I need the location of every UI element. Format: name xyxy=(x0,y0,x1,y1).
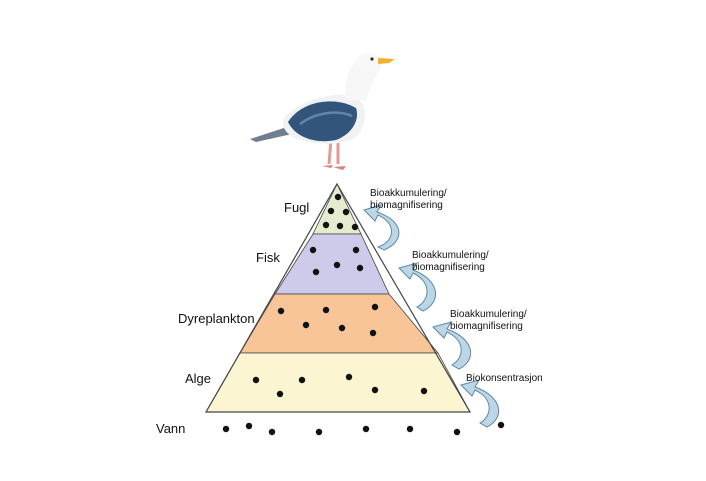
dots-fisk xyxy=(309,246,364,276)
level-label-dyreplankton: Dyreplankton xyxy=(178,311,255,326)
process-label: Bioakkumulering/ biomagnifisering xyxy=(450,309,530,332)
process-label-line: biomagnifisering xyxy=(370,200,443,211)
process-label-line: Bioakkumulering/ xyxy=(370,188,447,199)
curved-arrow-icon xyxy=(363,204,400,251)
process-label-line: biomagnifisering xyxy=(450,321,523,332)
dots-water xyxy=(222,421,505,436)
dots-dyreplankton xyxy=(277,303,379,337)
seagull-illustration xyxy=(250,53,395,170)
process-label: Bioakkumulering/ biomagnifisering xyxy=(412,250,492,273)
process-label: Biokonsentrasjon xyxy=(466,373,543,384)
curved-arrow-icon xyxy=(460,379,500,428)
level-band-alge xyxy=(205,352,471,413)
level-band-dyreplankton xyxy=(239,293,439,354)
level-label-fisk: Fisk xyxy=(256,250,280,265)
dots-fugl xyxy=(322,193,359,231)
dots-alge xyxy=(252,373,428,398)
process-label: Bioakkumulering/ biomagnifisering xyxy=(370,188,450,211)
process-label-line: Bioakkumulering/ xyxy=(450,309,527,320)
level-label-alge: Alge xyxy=(185,371,211,386)
curved-arrow-icon xyxy=(398,262,437,312)
level-label-fugl: Fugl xyxy=(284,200,309,215)
pyramid-outline xyxy=(204,182,472,413)
process-label-line: biomagnifisering xyxy=(412,262,485,273)
water-label: Vann xyxy=(156,421,185,436)
process-label-line: Biokonsentrasjon xyxy=(466,373,543,384)
curved-arrow-icon xyxy=(432,321,472,370)
process-label-line: Bioakkumulering/ xyxy=(412,250,489,261)
